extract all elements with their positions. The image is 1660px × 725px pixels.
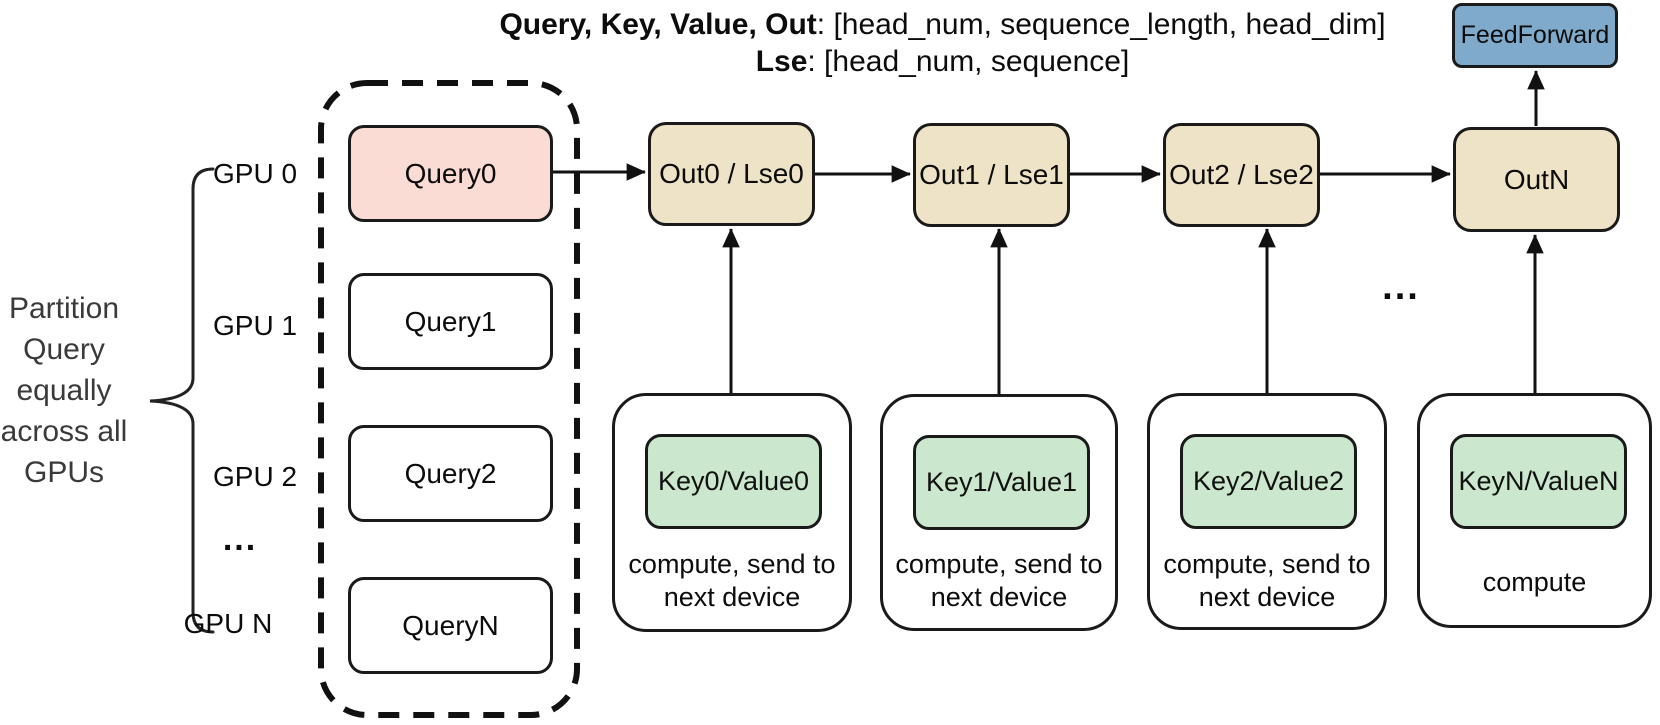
gpu-label-1: GPU 1 [212, 310, 298, 341]
partition-note-line: across all [0, 415, 128, 448]
feedforward-box: FeedForward [1452, 3, 1618, 68]
gpu-label-0: GPU 0 [212, 158, 298, 189]
gpu-label-2: GPU 2 [212, 461, 298, 492]
annotation-line-2-bold: Lse [755, 45, 808, 78]
caption-line: next device [1198, 582, 1336, 612]
device0-caption: compute, send to next device [615, 548, 849, 614]
caption-line: compute, send to [628, 549, 836, 579]
out1-lse1-box: Out1 / Lse1 [913, 123, 1070, 227]
device0-group: Key0/Value0 compute, send to next device [612, 393, 852, 632]
key1-value1-box: Key1/Value1 [913, 435, 1090, 530]
annotation-line-1-rest: : [head_num, sequence_length, head_dim] [816, 8, 1386, 41]
partition-brace [149, 167, 215, 634]
gpu-label-n: GPU N [183, 608, 273, 639]
gpu-rail-ellipsis: ... [222, 520, 258, 558]
tensor-shape-annotation: Query, Key, Value, Out: [head_num, seque… [460, 6, 1425, 80]
device1-group: Key1/Value1 compute, send to next device [880, 394, 1118, 631]
device1-caption: compute, send to next device [883, 548, 1115, 614]
caption-line: next device [930, 582, 1068, 612]
deviceN-caption: compute [1420, 566, 1649, 599]
deviceN-group: KeyN/ValueN compute [1417, 393, 1652, 628]
partition-note-line: Query [23, 333, 105, 366]
caption-line: next device [663, 582, 801, 612]
out0-lse0-box: Out0 / Lse0 [648, 122, 815, 226]
keyN-valueN-box: KeyN/ValueN [1450, 434, 1627, 529]
queryN-box: QueryN [348, 577, 553, 674]
annotation-line-2-rest: : [head_num, sequence] [807, 45, 1130, 78]
partition-note-line: Partition [8, 292, 120, 325]
devices-ellipsis: ... [1382, 266, 1420, 308]
partition-note-line: GPUs [23, 456, 104, 489]
annotation-line-1: Query, Key, Value, Out: [head_num, seque… [460, 6, 1425, 43]
annotation-line-2: Lse: [head_num, sequence] [460, 43, 1425, 80]
outN-box: OutN [1453, 127, 1620, 232]
annotation-line-1-bold: Query, Key, Value, Out [499, 8, 817, 41]
caption-line: compute, send to [895, 549, 1103, 579]
device2-caption: compute, send to next device [1150, 548, 1384, 614]
out2-lse2-box: Out2 / Lse2 [1163, 123, 1320, 227]
key2-value2-box: Key2/Value2 [1180, 434, 1357, 529]
partition-note-line: equally [16, 374, 112, 407]
query0-box: Query0 [348, 125, 553, 222]
partition-note: Partition Query equally across all GPUs [0, 288, 144, 493]
query2-box: Query2 [348, 425, 553, 522]
caption-line: compute, send to [1163, 549, 1371, 579]
caption-line: compute [1482, 567, 1587, 597]
key0-value0-box: Key0/Value0 [645, 434, 822, 529]
query1-box: Query1 [348, 273, 553, 370]
device2-group: Key2/Value2 compute, send to next device [1147, 393, 1387, 630]
